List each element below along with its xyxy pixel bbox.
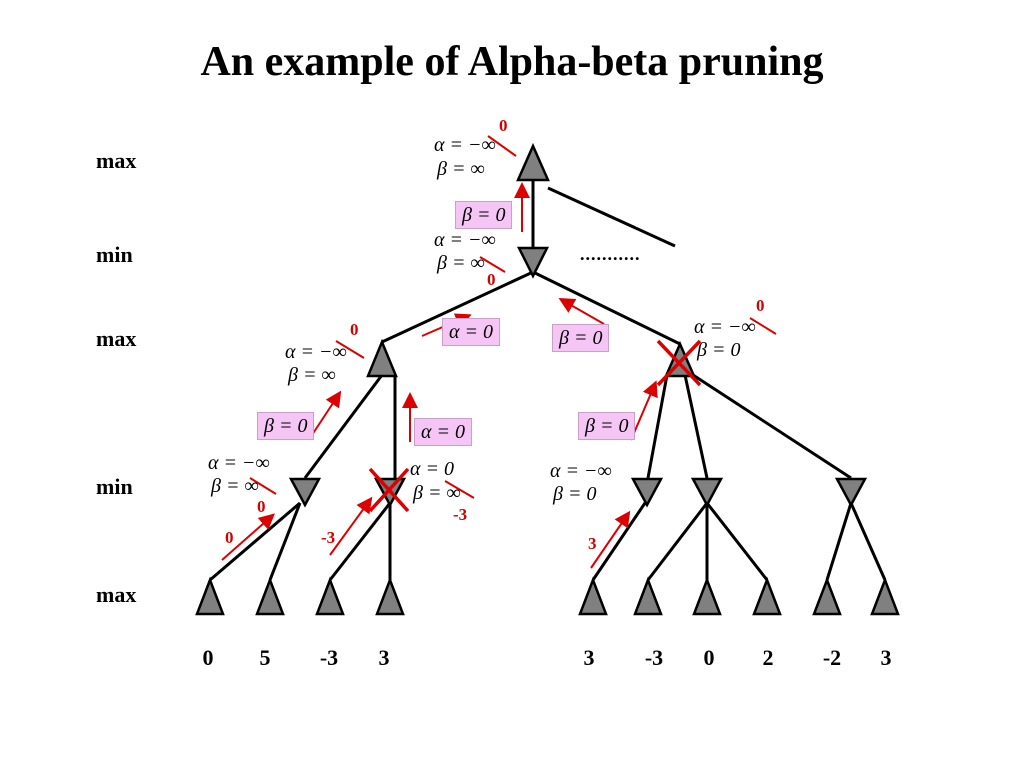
maxR-beta: β = 0 xyxy=(697,339,741,361)
minA-beta: β = ∞ xyxy=(211,475,259,497)
minA-alpha: α = −∞ xyxy=(208,452,270,474)
beta-up-maxL: β = 0 xyxy=(257,412,315,440)
level-label-max-2: max xyxy=(96,326,137,351)
leaf-node-1 xyxy=(195,576,225,616)
minB-alpha: α = 0 xyxy=(410,458,454,480)
leaf-node-10 xyxy=(870,576,900,616)
level-label-min-1: min xyxy=(96,242,133,267)
min-node-c xyxy=(630,477,664,508)
maxL-new-alpha: 0 xyxy=(350,320,359,339)
leaf-value-10: 3 xyxy=(880,645,892,670)
beta-up-maxR: β = 0 xyxy=(578,412,636,440)
ellipsis: ........... xyxy=(580,244,641,264)
leaf-node-6 xyxy=(633,576,663,616)
beta-up-to-root: β = 0 xyxy=(455,201,513,229)
min-node-1 xyxy=(516,246,550,279)
level-label-max-1: max xyxy=(96,148,137,173)
pruned-cross-marks xyxy=(368,339,702,513)
root-beta: β = ∞ xyxy=(437,158,485,180)
leaf-value-6: -3 xyxy=(644,645,664,670)
minB-beta: β = ∞ xyxy=(413,482,461,504)
leaf-node-2 xyxy=(255,576,285,616)
leaf-node-9 xyxy=(812,576,842,616)
page-title: An example of Alpha-beta pruning xyxy=(200,39,824,85)
min-node-a xyxy=(288,477,322,508)
leaf-up-value-2: -3 xyxy=(321,528,336,547)
minC-alpha: α = −∞ xyxy=(550,460,612,482)
tree-edges xyxy=(209,180,887,582)
root-max-node xyxy=(516,142,550,182)
leaf-value-2: 5 xyxy=(259,645,271,670)
max-node-left xyxy=(366,338,398,378)
min1-alpha: α = −∞ xyxy=(434,229,496,251)
minA-new-beta: 0 xyxy=(257,497,266,516)
maxL-alpha: α = −∞ xyxy=(285,341,347,363)
leaf-value-4: 3 xyxy=(378,645,390,670)
leaf-up-value-1: 0 xyxy=(225,528,234,547)
leaf-value-9: -2 xyxy=(822,645,842,670)
maxR-new-alpha: 0 xyxy=(756,296,765,315)
leaf-value-7: 0 xyxy=(703,645,715,670)
leaf-value-1: 0 xyxy=(202,645,214,670)
level-label-max-3: max xyxy=(96,582,137,607)
minC-beta: β = 0 xyxy=(553,483,597,505)
strike-marks xyxy=(249,135,777,499)
maxR-alpha: α = −∞ xyxy=(694,316,756,338)
leaf-node-7 xyxy=(692,576,722,616)
min1-new-beta: 0 xyxy=(487,270,496,289)
min-node-e xyxy=(834,477,868,508)
alpha-up-left: α = 0 xyxy=(442,318,500,346)
leaf-value-5: 3 xyxy=(583,645,595,670)
beta-up-right: β = 0 xyxy=(552,324,610,352)
minB-new-beta: -3 xyxy=(453,505,468,524)
leaf-node-8 xyxy=(752,576,782,616)
root-new-alpha: 0 xyxy=(499,116,508,135)
alpha-up-maxL: α = 0 xyxy=(414,418,472,446)
min1-beta: β = ∞ xyxy=(437,252,485,274)
leaf-value-8: 2 xyxy=(762,645,774,670)
leaf-up-value-3: 3 xyxy=(588,534,597,553)
maxL-beta: β = ∞ xyxy=(288,364,336,386)
min-node-d xyxy=(690,477,724,508)
leaf-value-3: -3 xyxy=(319,645,339,670)
leaf-node-4 xyxy=(375,576,405,616)
leaf-node-5 xyxy=(578,576,608,616)
root-alpha: α = −∞ xyxy=(434,134,496,156)
leaf-node-3 xyxy=(315,576,345,616)
level-label-min-2: min xyxy=(96,474,133,499)
